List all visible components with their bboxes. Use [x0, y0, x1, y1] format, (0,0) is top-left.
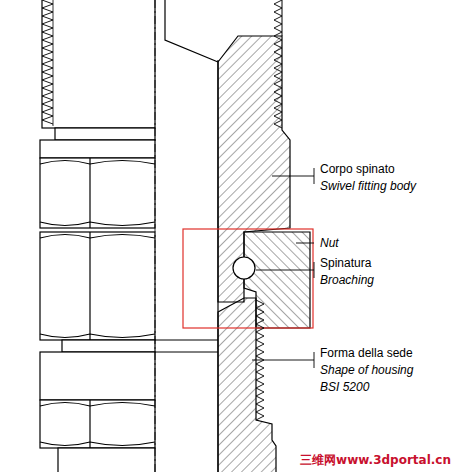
- part-name: Swivel fitting body: [320, 179, 416, 193]
- shoulder: [55, 128, 155, 140]
- part-name: Corpo spinato: [320, 162, 395, 176]
- part-name: Broaching: [320, 273, 374, 287]
- highlight-frame: [183, 229, 313, 328]
- upper-thread: [42, 0, 155, 128]
- housing-outside: [40, 352, 155, 400]
- bore-wall: [217, 60, 218, 472]
- thread-strokes: [42, 0, 282, 420]
- part-name: Nut: [320, 236, 339, 250]
- collar: [40, 140, 155, 158]
- center-line: [155, 0, 156, 472]
- part-name: Shape of housing: [320, 363, 413, 377]
- leader-lines: [252, 168, 314, 368]
- part-name: Spinatura: [320, 256, 371, 270]
- thread-profile: [274, 0, 282, 128]
- watermark: 三维网www.3dportal.cn: [300, 453, 451, 467]
- housing-section: [218, 298, 276, 472]
- neck: [62, 340, 155, 352]
- section-view: [155, 0, 310, 472]
- housing-base: [58, 448, 155, 472]
- part-name: BSI 5200: [320, 380, 369, 394]
- body-hex: [40, 158, 155, 228]
- housing-hex: [40, 400, 155, 448]
- exterior-view: [40, 0, 155, 472]
- nut-hex: [40, 232, 155, 340]
- broaching-ball: [233, 257, 255, 279]
- thread-profile: [256, 300, 264, 420]
- thread-profile: [42, 0, 53, 124]
- part-name: Forma della sede: [320, 346, 413, 360]
